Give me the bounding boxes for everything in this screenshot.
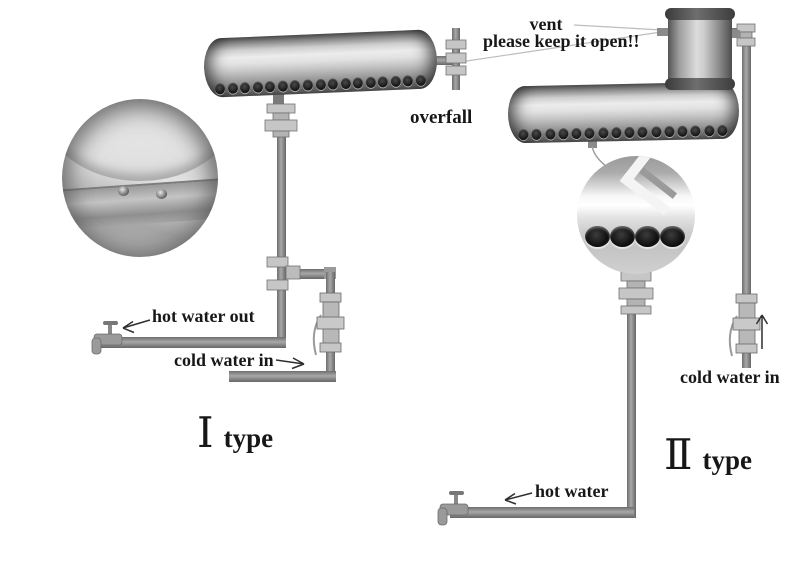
- vent-label: vent: [529, 14, 563, 34]
- tube-hole: [302, 79, 314, 91]
- arrow-left-icon: [122, 319, 151, 334]
- overfall-label: overfall: [410, 107, 473, 128]
- type2-caption: Ⅱ type: [664, 434, 752, 476]
- tube-hole: [571, 127, 582, 140]
- tube-port-hole: [610, 226, 635, 247]
- hot-water-label: hot water: [535, 481, 609, 501]
- tube-ports-row: [518, 124, 728, 141]
- tube-hole: [624, 126, 635, 138]
- tube-hole: [290, 79, 301, 92]
- tube-hole: [264, 80, 276, 93]
- tube-hole: [558, 128, 569, 140]
- tube-hole: [584, 127, 595, 139]
- tube-hole: [227, 82, 238, 94]
- tube-hole: [690, 125, 701, 137]
- tube-hole: [544, 128, 556, 140]
- tube-hole: [390, 75, 401, 88]
- tube-hole: [717, 124, 728, 137]
- hot-water-out-pipe: [100, 337, 286, 348]
- tube-hole: [531, 128, 542, 140]
- photo-vignette: [62, 99, 218, 257]
- type2-union-fitting: [618, 271, 654, 315]
- tube-hole: [252, 81, 263, 93]
- cold-water-in-label-type2: cold water in: [680, 367, 780, 387]
- vent-tank: [665, 8, 735, 90]
- hot-water-out-label: hot water out: [152, 306, 255, 326]
- type1-outlet-pipe: [273, 90, 286, 342]
- tube-port-hole: [635, 226, 660, 247]
- tube-hole: [239, 81, 251, 94]
- arrow-left-icon: [504, 492, 533, 505]
- arrow-up-icon: [755, 314, 769, 349]
- detail-photo-tank-bracket: [62, 99, 218, 257]
- solar-tank-type1: [202, 29, 439, 98]
- type1-numeral: Ⅰ: [197, 408, 214, 457]
- tube-hole: [650, 126, 662, 138]
- tube-hole: [664, 125, 675, 138]
- type1-tank-union-fitting: [264, 103, 298, 138]
- type1-caption: Ⅰ type: [197, 412, 273, 454]
- type1-word: type: [223, 423, 274, 453]
- vent-leader-line-right: [573, 24, 663, 31]
- type2-numeral: Ⅱ: [664, 430, 693, 479]
- type1-vent-overfall-fitting: [428, 28, 467, 90]
- tube-hole: [214, 83, 226, 95]
- bolt: [118, 185, 130, 196]
- tube-hole: [518, 128, 529, 141]
- vent-leader-line-left: [459, 30, 669, 63]
- bolt: [155, 189, 167, 200]
- tube-hole: [327, 78, 339, 90]
- tube-ports-row: [585, 226, 685, 247]
- tube-hole: [277, 80, 288, 92]
- tank-end-dome: [62, 99, 218, 182]
- hot-water-faucet: [437, 491, 469, 526]
- arrow-right-icon: [275, 357, 305, 370]
- tube-hole: [611, 127, 622, 139]
- vent-note-label: please keep it open!!: [483, 31, 640, 51]
- type2-word: type: [702, 445, 753, 475]
- tube-hole: [637, 126, 648, 138]
- tube-port-hole: [585, 226, 610, 247]
- chevron-mark: [619, 156, 695, 216]
- tube-hole: [597, 127, 609, 139]
- type1-check-valve: [312, 292, 345, 356]
- tube-hole: [677, 125, 688, 137]
- tube-hole: [403, 75, 414, 87]
- detail-photo-tube-ports: [577, 156, 695, 274]
- tube-hole: [415, 74, 427, 87]
- hot-water-out-faucet: [91, 321, 123, 355]
- tube-hole: [340, 77, 351, 90]
- cold-water-in-label-type1: cold water in: [174, 350, 274, 370]
- tube-hole: [315, 78, 326, 91]
- tube-hole: [377, 76, 389, 88]
- tube-hole: [704, 125, 715, 137]
- type2-check-valve: [728, 293, 761, 357]
- type2-hot-water-pipe: [450, 312, 636, 518]
- tube-hole: [365, 76, 376, 89]
- tube-hole: [352, 77, 364, 89]
- tube-port-hole: [660, 226, 685, 247]
- solar-tank-type2: [507, 81, 740, 144]
